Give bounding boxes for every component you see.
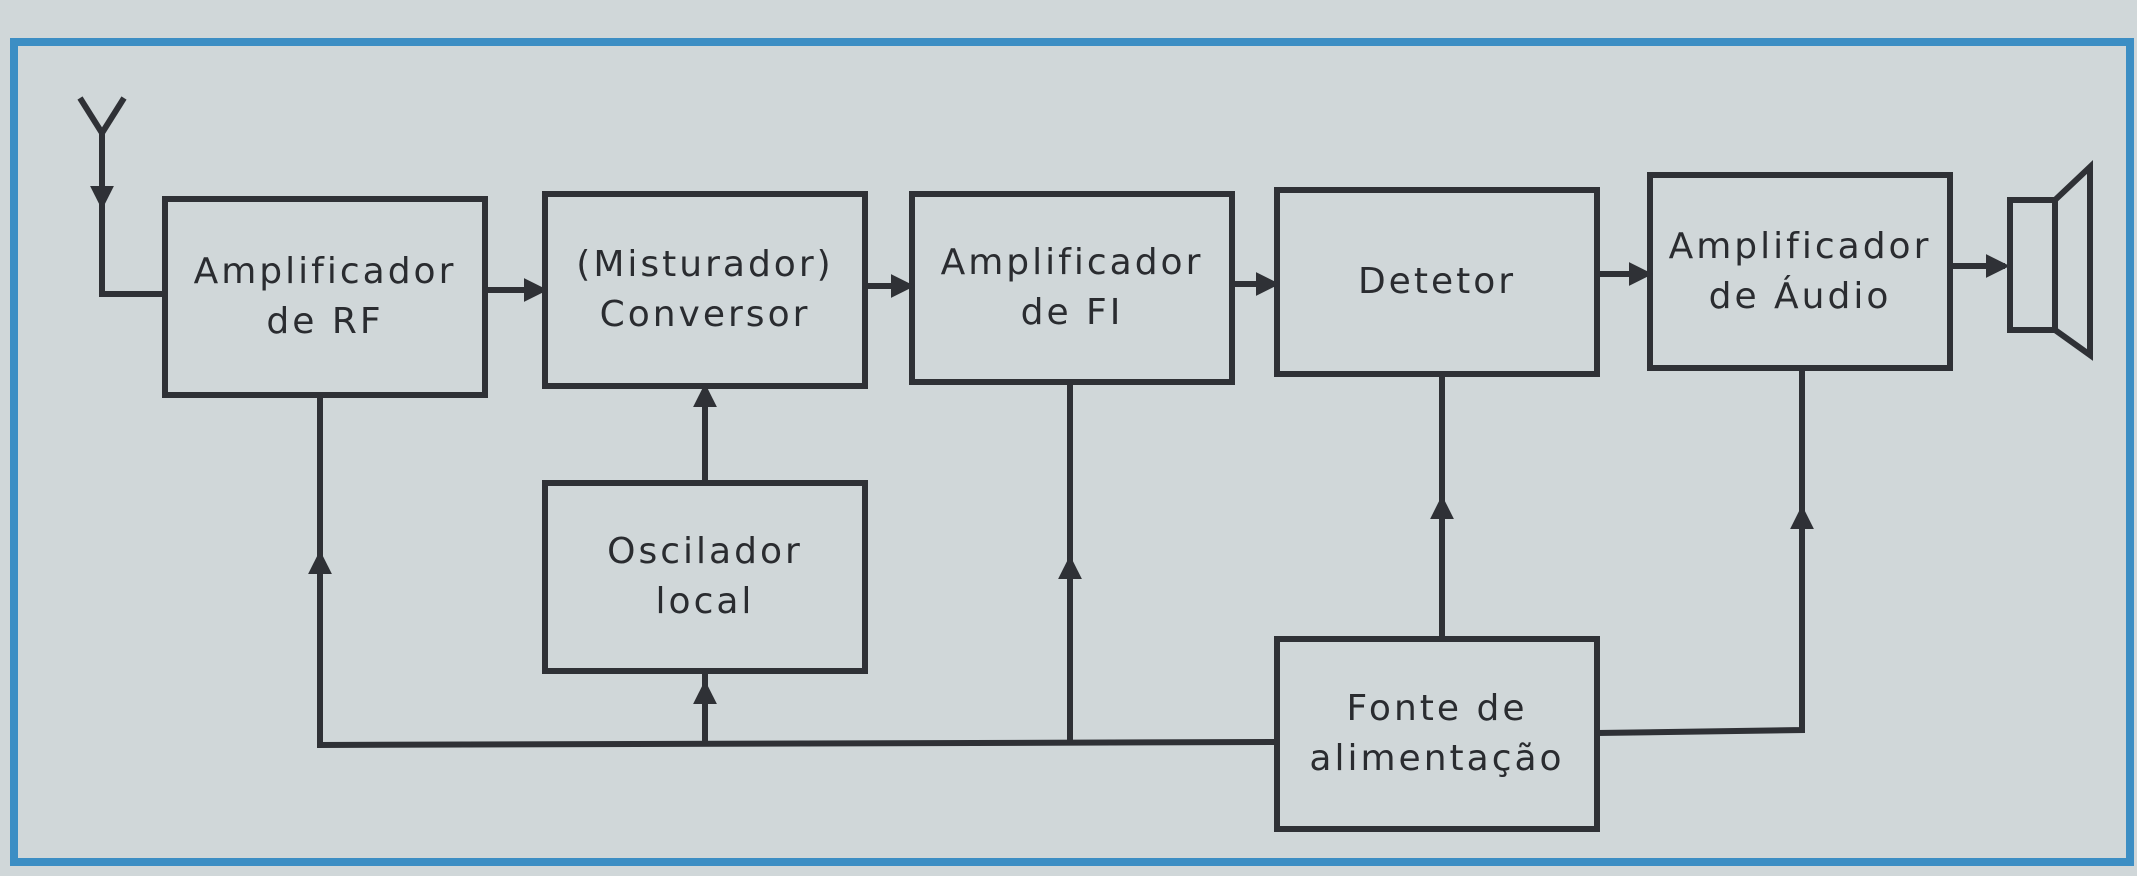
antenna-icon [77, 96, 165, 297]
power-bus [308, 368, 1814, 749]
speaker-icon [2007, 160, 2093, 361]
block-power-supply [1274, 636, 1600, 832]
diagram-frame [10, 38, 2134, 866]
